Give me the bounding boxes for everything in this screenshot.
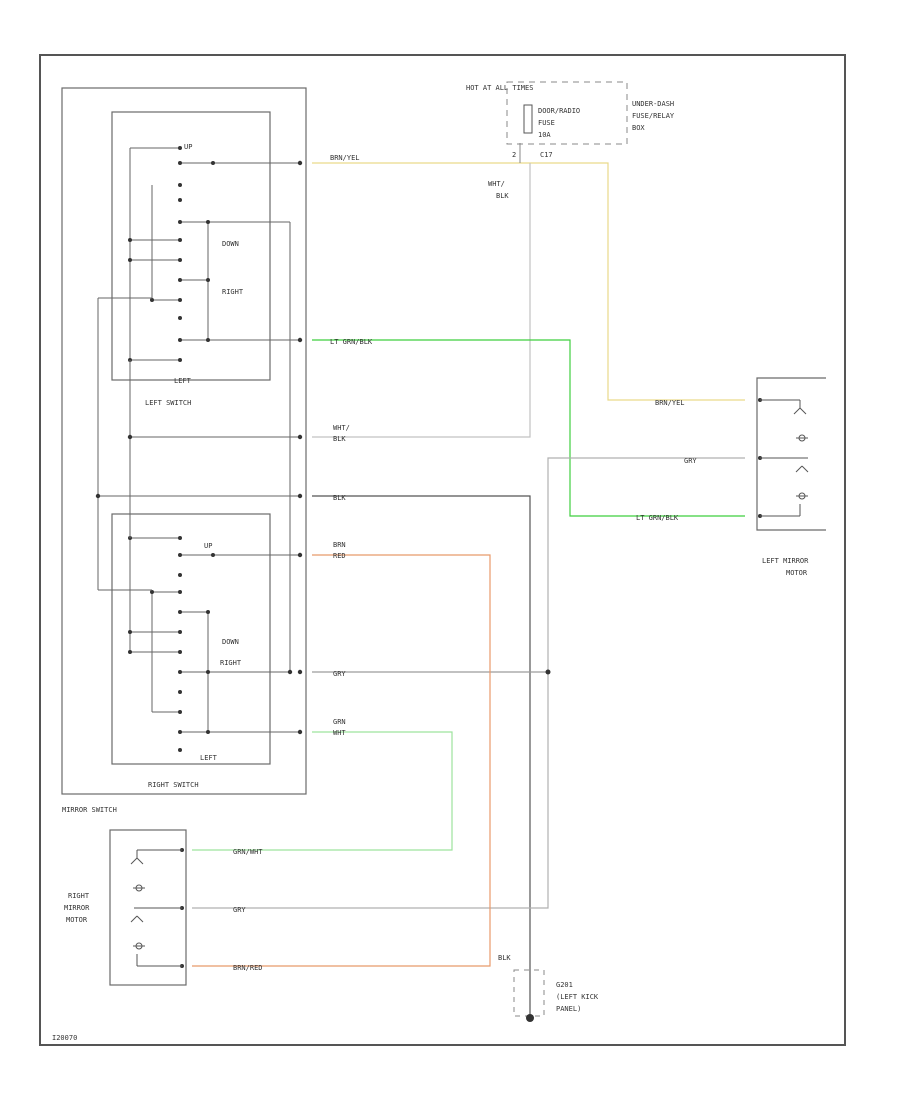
fuse-relay-box: HOT AT ALL TIMES DOOR/RADIO FUSE 10A UND…	[466, 81, 675, 159]
wire-label-brn-red-inline: BRN/RED	[233, 964, 263, 972]
fuse-box-outline	[506, 81, 628, 145]
wire-label-gry-right: GRY	[233, 906, 246, 914]
left-switch-label: LEFT SWITCH	[145, 399, 191, 407]
fuse-text-3: 10A	[538, 131, 551, 139]
wire-label-wht-blk-2: BLK	[496, 192, 509, 200]
wire-label-wht-blk-3: WHT/	[333, 424, 350, 432]
wire-label-blk: BLK	[333, 494, 346, 502]
fuse-pin-left: 2	[512, 151, 516, 159]
right-mirror-motor-label-2: MIRROR	[64, 904, 90, 912]
ground-label-1: G201	[556, 981, 573, 989]
diagram-frame	[39, 54, 846, 1046]
fuse-box-name-2: FUSE/RELAY	[632, 112, 675, 120]
wire-gry-left-mirror	[547, 457, 745, 672]
wire-label-blk-ground: BLK	[498, 954, 511, 962]
wire-gry-right-mirror	[192, 672, 549, 909]
wire-label-gry-left: GRY	[684, 457, 697, 465]
wire-label-brn-yel: BRN/YEL	[330, 154, 360, 162]
right-mirror-motor-outline	[109, 829, 187, 986]
ground-point-icon	[526, 1014, 534, 1022]
right-switch: RIGHT SWITCH UP DOWN RIGHT LEFT	[111, 513, 300, 789]
right-switch-outline	[111, 513, 271, 765]
wire-label-wht-blk-4: BLK	[333, 435, 346, 443]
diagram-code: I20070	[52, 1034, 77, 1042]
left-switch: LEFT SWITCH UP DOWN RIGHT LEFT	[111, 111, 300, 407]
wire-label-gry-switch: GRY	[333, 670, 346, 678]
fuse-pin-right: C17	[540, 151, 553, 159]
right-switch-label: RIGHT SWITCH	[148, 781, 199, 789]
wire-brn-yel	[312, 162, 745, 401]
fuse-text-2: FUSE	[538, 119, 555, 127]
right-mirror-motor-label-3: MOTOR	[66, 916, 88, 924]
wire-lt-grn-blk	[312, 339, 745, 517]
left-switch-down-label: DOWN	[222, 240, 239, 248]
wire-label-lt-grn-blk-motor: LT GRN/BLK	[636, 514, 679, 522]
wire-label-grn-wht-2: WHT	[333, 729, 346, 737]
wire-wht-blk	[312, 163, 531, 438]
wire-label-brn-red-2: RED	[333, 552, 346, 560]
fuse-box-name-1: UNDER-DASH	[632, 100, 674, 108]
wire-label-lt-grn-blk: LT GRN/BLK	[330, 338, 373, 346]
ground-connector	[513, 969, 545, 1017]
mirror-switch: MIRROR SWITCH LEFT SWITCH UP DOWN RIGHT …	[61, 87, 307, 814]
right-switch-up-label: UP	[204, 542, 212, 550]
left-mirror-motor-label-1: LEFT MIRROR	[762, 557, 809, 565]
wire-label-grn-wht-inline: GRN/WHT	[233, 848, 263, 856]
wire-label-brn-red-1: BRN	[333, 541, 346, 549]
hot-at-all-times-label: HOT AT ALL TIMES	[466, 84, 533, 92]
fuse-box-name-3: BOX	[632, 124, 645, 132]
wire-blk	[312, 495, 531, 1018]
wire-label-brn-yel-motor: BRN/YEL	[655, 399, 685, 407]
fuse-text-1: DOOR/RADIO	[538, 107, 580, 115]
wire-label-wht-blk-1: WHT/	[488, 180, 505, 188]
wire-label-grn-wht-1: GRN	[333, 718, 346, 726]
left-switch-outline	[111, 111, 271, 381]
right-switch-right-label: RIGHT	[220, 659, 242, 667]
mirror-switch-label: MIRROR SWITCH	[62, 806, 117, 814]
left-switch-right-label: RIGHT	[222, 288, 244, 296]
ground-label-2: (LEFT KICK	[556, 993, 599, 1001]
left-mirror-motor-outline	[756, 377, 826, 531]
ground-label-3: PANEL)	[556, 1005, 581, 1013]
mirror-switch-outline	[61, 87, 307, 795]
left-mirror-motor-label-2: MOTOR	[786, 569, 808, 577]
right-switch-down-label: DOWN	[222, 638, 239, 646]
right-mirror-motor: RIGHT MIRROR MOTOR	[64, 829, 187, 986]
left-mirror-motor: LEFT MIRROR MOTOR	[756, 377, 826, 577]
left-switch-up-label: UP	[184, 143, 192, 151]
ground-g201: G201 (LEFT KICK PANEL)	[513, 969, 599, 1022]
wire-grn-wht	[192, 731, 453, 851]
right-mirror-motor-label-1: RIGHT	[68, 892, 90, 900]
right-switch-left-label: LEFT	[200, 754, 218, 762]
left-switch-left-label: LEFT	[174, 377, 192, 385]
wire-brn-red	[192, 554, 491, 967]
fuse-icon	[523, 104, 533, 134]
